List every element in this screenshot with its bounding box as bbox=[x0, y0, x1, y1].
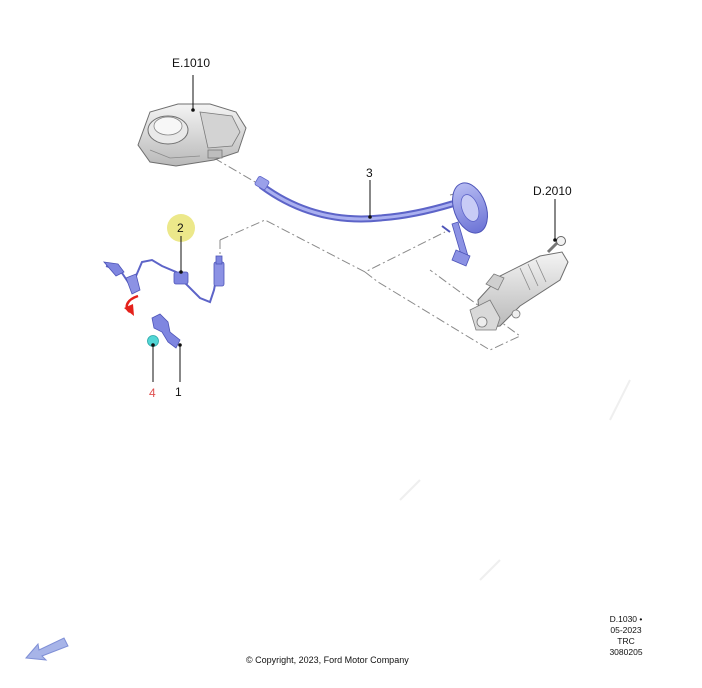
faint-watermark-traces bbox=[399, 379, 631, 581]
callout-slave-cylinder: D.2010 bbox=[533, 184, 572, 198]
retaining-clip bbox=[151, 313, 182, 382]
bulkhead-fitting bbox=[441, 182, 488, 267]
clutch-pipe-assembly bbox=[103, 214, 225, 304]
previous-page-arrow-icon[interactable] bbox=[22, 634, 70, 664]
red-direction-arrow bbox=[124, 294, 139, 316]
callout-item-2: 2 bbox=[177, 221, 184, 235]
callout-item-1: 1 bbox=[175, 385, 182, 399]
doc-date: 05-2023 bbox=[610, 625, 642, 635]
cyan-clip bbox=[147, 335, 159, 382]
fluid-reservoir bbox=[137, 75, 247, 167]
doc-number: 3080205 bbox=[609, 647, 643, 657]
document-reference: D.1030 • 05-2023 TRC 3080205 bbox=[598, 614, 654, 658]
callout-highlight-circle bbox=[167, 214, 195, 242]
callout-reservoir: E.1010 bbox=[172, 56, 211, 70]
callout-hose: 3 bbox=[366, 166, 373, 180]
callout-item-4: 4 bbox=[149, 386, 156, 400]
slave-cylinder bbox=[469, 199, 569, 331]
doc-code: TRC bbox=[617, 636, 635, 646]
copyright-notice: © Copyright, 2023, Ford Motor Company bbox=[246, 655, 409, 665]
doc-ref: D.1030 • bbox=[609, 614, 643, 624]
clutch-hose bbox=[254, 176, 456, 223]
